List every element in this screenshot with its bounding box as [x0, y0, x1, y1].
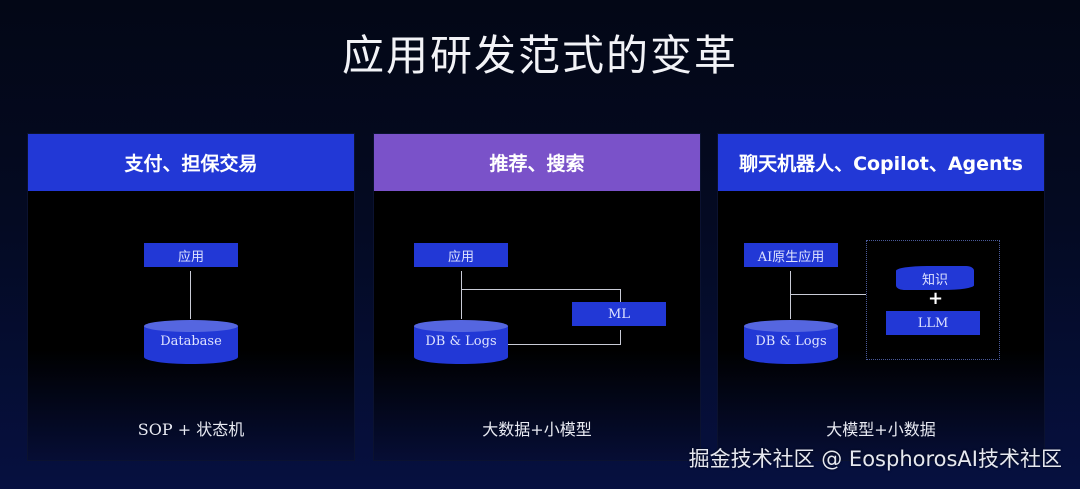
llm-node: LLM: [886, 311, 980, 335]
db-logs-label: DB & Logs: [755, 334, 827, 349]
app-node: 应用: [414, 243, 508, 267]
database-cylinder: Database: [144, 320, 238, 370]
watermark: 掘金技术社区 @ EosphorosAI技术社区: [688, 447, 1062, 471]
knowledge-node: 知识: [896, 266, 974, 290]
db-logs-cylinder: DB & Logs: [414, 320, 508, 370]
panel-header: 聊天机器人、Copilot、Agents: [718, 134, 1044, 191]
panel-recommendation: 推荐、搜索 应用 ML DB & Logs 大数据+小模型: [374, 134, 700, 460]
panel-caption: 大数据+小模型: [482, 420, 592, 439]
plus-icon: +: [928, 288, 944, 309]
panel-header: 推荐、搜索: [374, 134, 700, 191]
panel-header: 支付、担保交易: [28, 134, 354, 191]
connector-line: [620, 330, 621, 345]
panel-payment: 支付、担保交易 应用 Database SOP + 状态机: [28, 134, 354, 460]
connector-line: [620, 289, 621, 302]
ai-native-app-node: AI原生应用: [744, 243, 838, 267]
panel-caption: SOP + 状态机: [137, 420, 245, 439]
connector-line: [190, 271, 191, 319]
db-logs-cylinder: DB & Logs: [744, 320, 838, 370]
connector-line: [461, 289, 620, 290]
ml-node: ML: [572, 302, 666, 326]
connector-line: [790, 271, 791, 319]
slide-title: 应用研发范式的变革: [341, 31, 738, 80]
panel-caption: 大模型+小数据: [826, 420, 936, 439]
llm-knowledge-group: [866, 240, 1000, 360]
database-label: Database: [160, 334, 222, 349]
connector-line: [461, 271, 462, 319]
connector-line: [790, 294, 866, 295]
db-logs-label: DB & Logs: [425, 334, 497, 349]
panel-ai-native: 聊天机器人、Copilot、Agents AI原生应用 知识 + LLM DB …: [718, 134, 1044, 460]
connector-line: [508, 344, 621, 345]
app-node: 应用: [144, 243, 238, 267]
